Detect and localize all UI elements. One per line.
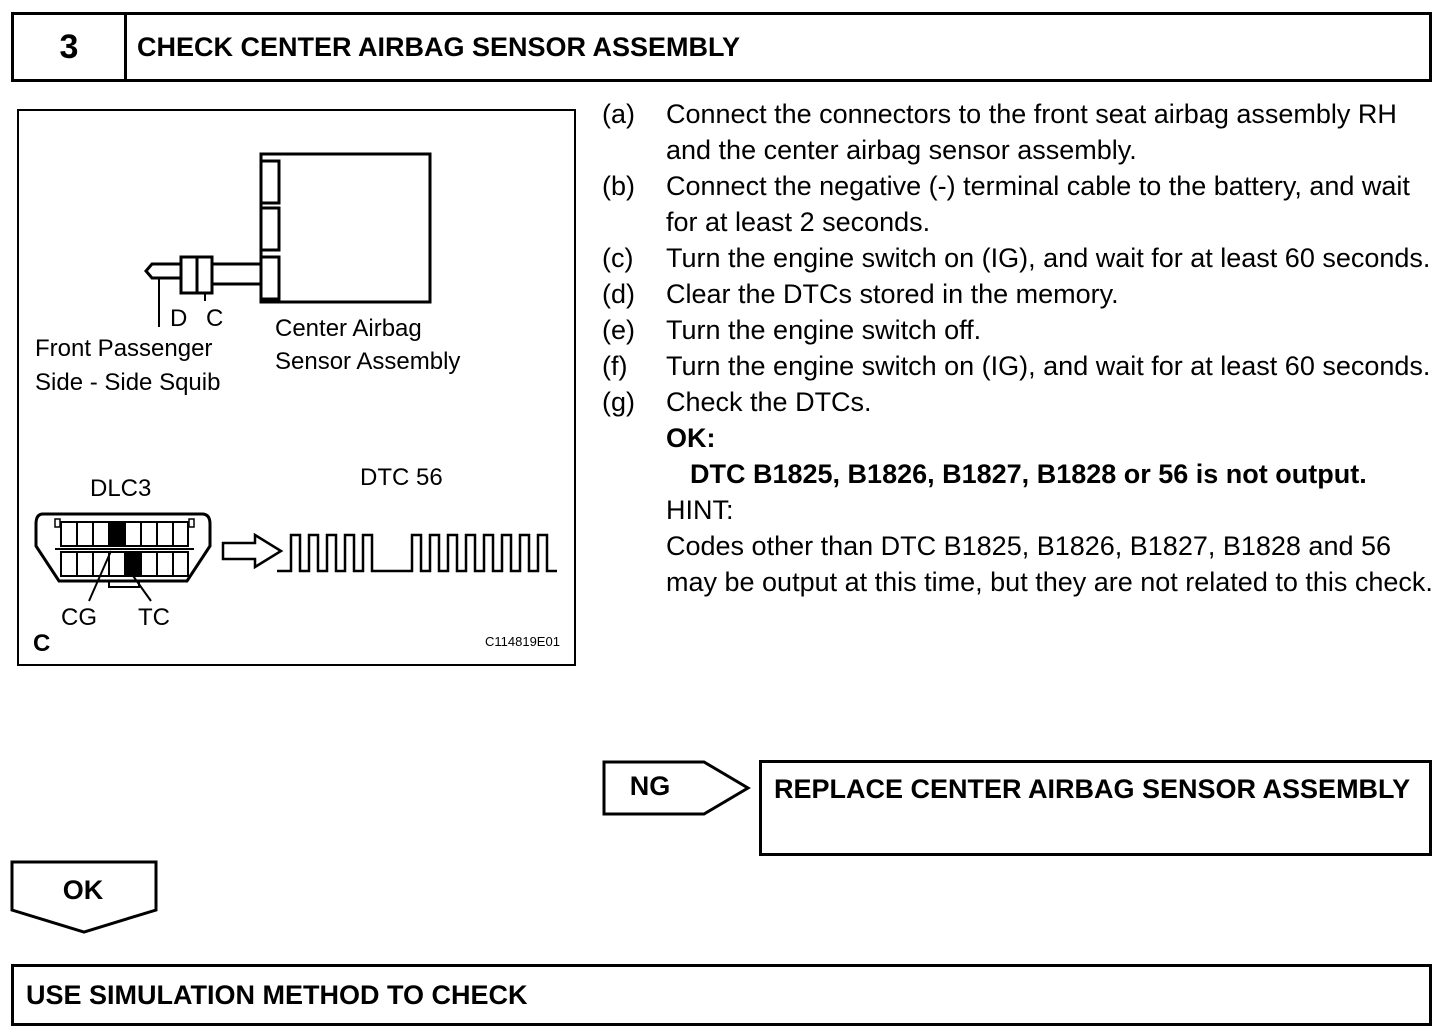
step-letter: (d) [602, 279, 635, 309]
ok-criteria-text: DTC B1825, B1826, B1827, B1828 or 56 is … [690, 459, 1367, 489]
ok-criteria-label: OK: [666, 423, 716, 453]
step-text: Turn the engine switch on (IG), and wait… [666, 351, 1431, 381]
step-text: Clear the DTCs stored in the memory. [666, 279, 1119, 309]
step-letter: (f) [602, 351, 628, 381]
figure-drawing [34, 152, 557, 602]
label-d: D [170, 305, 188, 332]
squib-plug [144, 262, 181, 280]
step-letter: (c) [602, 243, 634, 273]
step-letter: (b) [602, 171, 635, 201]
label-corner-c: C [33, 630, 51, 657]
ok-criteria: OK: DTC B1825, B1826, B1827, B1828 or 56… [602, 420, 1442, 600]
step-title: CHECK CENTER AIRBAG SENSOR ASSEMBLY [137, 31, 741, 62]
ng-result-box: REPLACE CENTER AIRBAG SENSOR ASSEMBLY [759, 760, 1432, 856]
label-cg: CG [61, 604, 97, 631]
label-front-passenger: Front Passenger [35, 335, 213, 362]
label-side-squib: Side - Side Squib [35, 369, 221, 396]
step-item: (g) Check the DTCs. [602, 384, 1442, 420]
ok-branch: OK [10, 860, 160, 936]
output-arrow-icon [221, 532, 284, 570]
connector-c [195, 255, 214, 295]
wiring-figure: D C Front Passenger Side - Side Squib Ce… [17, 109, 576, 666]
step-item: (a) Connect the connectors to the front … [602, 96, 1442, 168]
ok-arrow-icon [10, 860, 158, 934]
step-number: 3 [14, 15, 127, 79]
ng-branch: NG [602, 758, 752, 818]
sensor-connector-slot-2 [259, 206, 281, 252]
label-tc: TC [138, 604, 170, 631]
step-letter: (g) [602, 387, 635, 417]
harness-segment [210, 262, 263, 286]
hint-label: HINT: [666, 495, 734, 525]
procedure-steps: (a) Connect the connectors to the front … [602, 96, 1442, 600]
label-sensor-assembly: Sensor Assembly [275, 348, 461, 375]
step-text: Check the DTCs. [666, 387, 872, 417]
label-dlc3: DLC3 [90, 475, 152, 502]
connector-d [179, 255, 199, 295]
step-text: Connect the negative (-) terminal cable … [666, 171, 1410, 237]
step-letter: (e) [602, 315, 635, 345]
step-item: (b) Connect the negative (-) terminal ca… [602, 168, 1442, 240]
next-action-box: USE SIMULATION METHOD TO CHECK [11, 964, 1432, 1026]
ng-label: NG [629, 771, 671, 801]
dlc3-outline [34, 512, 212, 583]
ng-arrow-icon [602, 760, 751, 816]
ok-branch-label: OK [62, 875, 104, 905]
step-header: 3 CHECK CENTER AIRBAG SENSOR ASSEMBLY [11, 12, 1432, 82]
sensor-connector-slot-1 [259, 159, 281, 205]
step-item: (e) Turn the engine switch off. [602, 312, 1442, 348]
step-text: Connect the connectors to the front seat… [666, 99, 1397, 165]
label-center-airbag: Center Airbag [275, 315, 422, 342]
step-letter: (a) [602, 99, 635, 129]
label-dtc56: DTC 56 [360, 464, 443, 491]
sensor-connector-slot-3 [259, 255, 281, 301]
sensor-assembly-body [259, 152, 432, 304]
hint-text: Codes other than DTC B1825, B1826, B1827… [666, 531, 1433, 597]
step-item: (f) Turn the engine switch on (IG), and … [602, 348, 1442, 384]
dtc-waveform [277, 533, 557, 573]
figure-id: C114819E01 [485, 634, 560, 649]
step-item: (d) Clear the DTCs stored in the memory. [602, 276, 1442, 312]
label-c: C [206, 305, 224, 332]
step-text: Turn the engine switch on (IG), and wait… [666, 243, 1431, 273]
step-text: Turn the engine switch off. [666, 315, 982, 345]
step-item: (c) Turn the engine switch on (IG), and … [602, 240, 1442, 276]
